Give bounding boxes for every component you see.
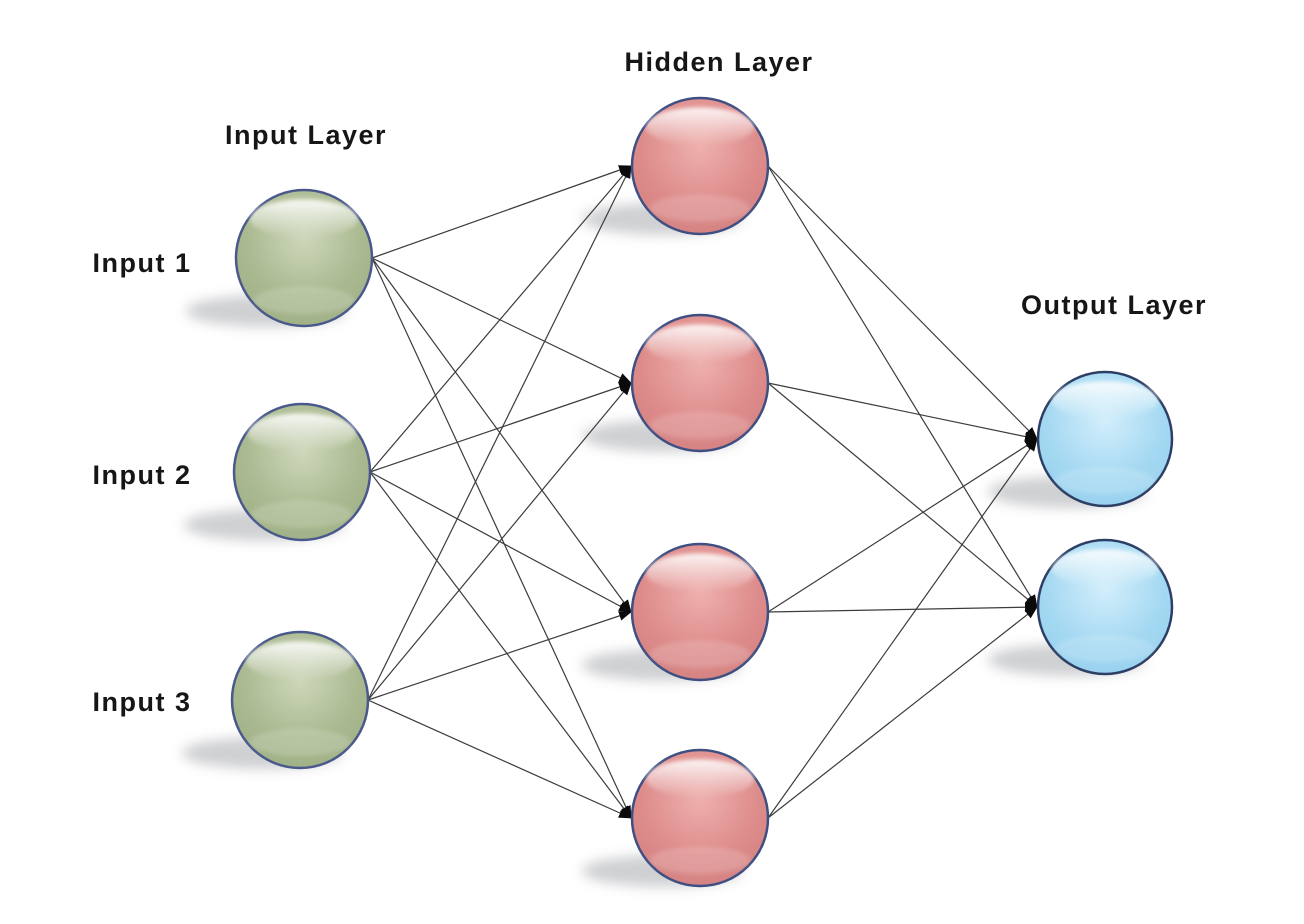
input-node-1-reflection (253, 286, 355, 314)
output-node-2-reflection (1055, 635, 1155, 662)
connection-hidden-1-output-2 (767, 165, 1038, 608)
connection-hidden-2-output-1 (767, 382, 1038, 442)
connection-input-1-hidden-3 (371, 257, 632, 613)
hidden-layer-title: Hidden Layer (624, 47, 813, 77)
hidden-node-4-reflection (649, 846, 751, 874)
hidden-node-2 (630, 313, 770, 453)
hidden-node-2-gloss (645, 324, 755, 363)
hidden-node-1-reflection (649, 194, 751, 222)
connection-input-3-hidden-2 (367, 382, 632, 701)
input-node-1-label: Input 1 (93, 248, 192, 278)
output-node-1-gloss (1051, 381, 1159, 419)
hidden-node-1 (630, 96, 770, 236)
hidden-node-1-gloss (645, 107, 755, 146)
output-node-1-reflection (1055, 467, 1155, 494)
hidden-node-3 (630, 542, 770, 682)
connection-input-1-hidden-1 (371, 165, 632, 259)
hidden-node-3-gloss (645, 553, 755, 592)
input-node-2 (232, 402, 372, 542)
hidden-node-4-gloss (645, 759, 755, 798)
output-node-1 (1036, 370, 1174, 508)
input-node-1 (234, 188, 374, 328)
input-layer-title: Input Layer (225, 120, 387, 150)
input-node-3 (230, 630, 370, 770)
input-node-2-label: Input 2 (93, 460, 192, 490)
input-node-1-gloss (249, 199, 359, 238)
connection-hidden-3-output-1 (767, 438, 1038, 613)
connection-input-2-hidden-1 (369, 165, 632, 473)
input-node-3-gloss (245, 641, 355, 680)
connection-input-1-hidden-2 (371, 257, 632, 384)
input-node-3-label: Input 3 (93, 687, 192, 717)
output-node-2-gloss (1051, 549, 1159, 587)
input-node-2-gloss (247, 413, 357, 452)
input-node-2-reflection (251, 500, 353, 528)
connection-input-1-hidden-4 (371, 257, 632, 819)
connection-input-2-hidden-3 (369, 471, 632, 613)
nodes (230, 96, 1174, 888)
connection-input-2-hidden-2 (369, 382, 632, 473)
connection-hidden-4-output-1 (767, 438, 1038, 819)
connection-hidden-4-output-2 (767, 606, 1038, 819)
connection-input-3-hidden-3 (367, 611, 632, 701)
hidden-node-3-reflection (649, 640, 751, 668)
connections (367, 165, 1038, 819)
output-node-2 (1036, 538, 1174, 676)
hidden-node-4 (630, 748, 770, 888)
connection-hidden-2-output-2 (767, 382, 1038, 608)
hidden-node-2-reflection (649, 411, 751, 439)
input-node-3-reflection (249, 728, 351, 756)
connection-input-3-hidden-1 (367, 165, 632, 701)
connection-input-2-hidden-4 (369, 471, 632, 819)
connection-input-3-hidden-4 (367, 699, 632, 819)
output-layer-title: Output Layer (1021, 290, 1207, 320)
connection-hidden-1-output-1 (767, 165, 1038, 440)
connection-hidden-3-output-2 (767, 602, 1038, 613)
